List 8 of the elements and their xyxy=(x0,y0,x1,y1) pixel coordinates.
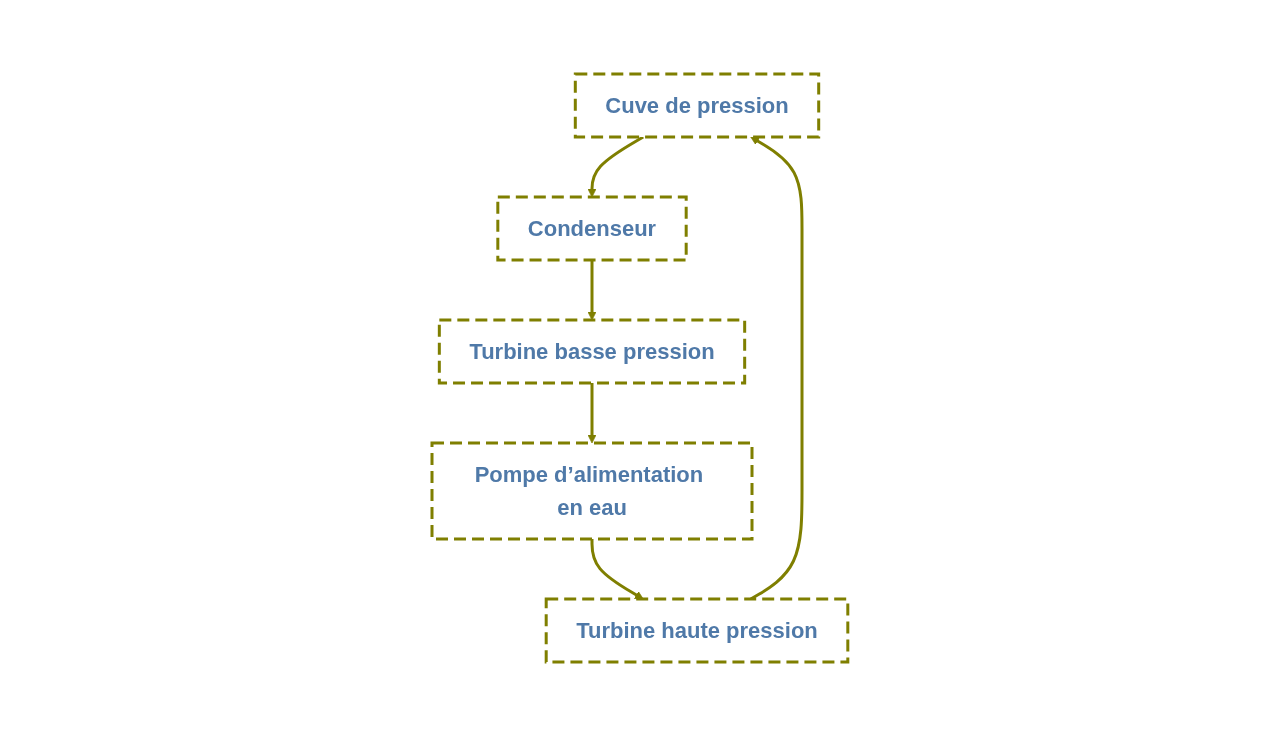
node-box: Pompe d’alimentation en eau xyxy=(430,441,754,541)
node-box: Condenseur xyxy=(495,195,688,262)
arrow xyxy=(590,539,644,600)
node-box: Turbine basse pression xyxy=(437,318,746,385)
node-box: Turbine haute pression xyxy=(544,597,849,664)
arrow xyxy=(587,260,596,321)
node-box: Cuve de pression xyxy=(573,72,820,139)
arrow xyxy=(587,383,596,444)
